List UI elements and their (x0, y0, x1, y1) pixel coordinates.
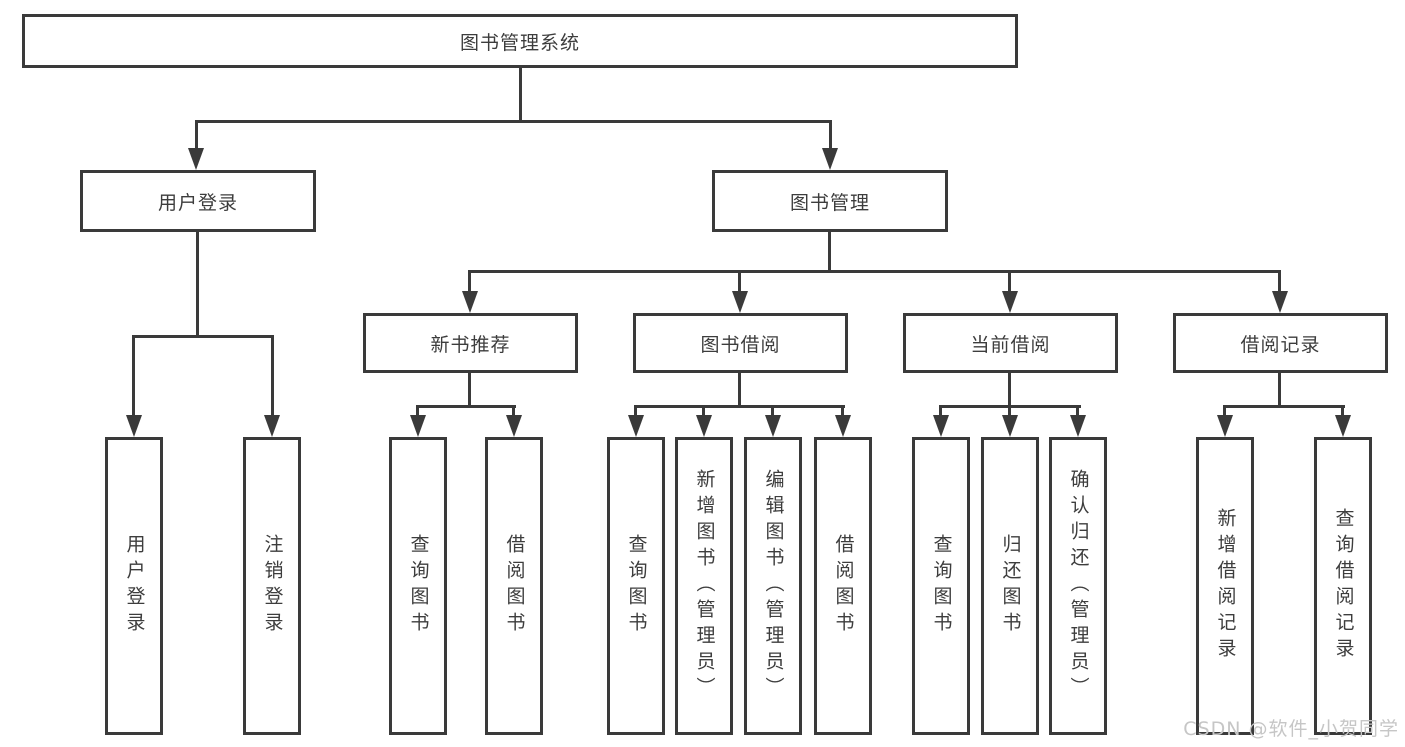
leaf-add-borrow-record: 新增借阅记录 (1196, 437, 1254, 735)
connector-line (195, 120, 198, 149)
leaf-query-books: 查询图书 (607, 437, 665, 735)
arrow-down-icon (188, 148, 204, 170)
leaf-query-books: 查询图书 (912, 437, 970, 735)
connector-line (1008, 270, 1011, 292)
leaf-query-books: 查询图书 (389, 437, 447, 735)
connector-line (829, 120, 832, 149)
leaf-add-book-admin: 新增图书（管理员） (675, 437, 733, 735)
node-current-borrowing: 当前借阅 (903, 313, 1118, 373)
connector-line (1223, 405, 1226, 416)
leaf-borrow-books: 借阅图书 (814, 437, 872, 735)
arrow-down-icon (1002, 415, 1018, 437)
leaf-confirm-return-admin: 确认归还（管理员） (1049, 437, 1107, 735)
connector-line (416, 405, 419, 416)
connector-line (828, 232, 831, 273)
connector-line (634, 405, 845, 408)
node-book-management: 图书管理 (712, 170, 948, 232)
connector-line (195, 120, 832, 123)
connector-line (1008, 405, 1011, 416)
leaf-logout: 注销登录 (243, 437, 301, 735)
arrow-down-icon (822, 148, 838, 170)
node-new-book-recommendation: 新书推荐 (363, 313, 578, 373)
connector-line (702, 405, 705, 416)
arrow-down-icon (1335, 415, 1351, 437)
csdn-watermark: CSDN @软件_小贺同学 (1183, 718, 1399, 740)
leaf-edit-book-admin: 编辑图书（管理员） (744, 437, 802, 735)
leaf-user-login: 用户登录 (105, 437, 163, 735)
arrow-down-icon (1217, 415, 1233, 437)
connector-line (1278, 270, 1281, 292)
connector-line (1278, 373, 1281, 407)
connector-line (738, 270, 741, 292)
arrow-down-icon (1002, 291, 1018, 313)
arrow-down-icon (696, 415, 712, 437)
arrow-down-icon (1272, 291, 1288, 313)
leaf-borrow-books: 借阅图书 (485, 437, 543, 735)
leaf-query-borrow-record: 查询借阅记录 (1314, 437, 1372, 735)
connector-line (512, 405, 515, 416)
connector-line (738, 373, 741, 407)
connector-line (468, 270, 1281, 273)
connector-line (1076, 405, 1079, 416)
connector-line (468, 270, 471, 292)
leaf-return-books: 归还图书 (981, 437, 1039, 735)
node-user-login: 用户登录 (80, 170, 316, 232)
connector-line (1008, 373, 1011, 407)
arrow-down-icon (126, 415, 142, 437)
arrow-down-icon (1070, 415, 1086, 437)
connector-line (841, 405, 844, 416)
arrow-down-icon (410, 415, 426, 437)
connector-line (771, 405, 774, 416)
arrow-down-icon (264, 415, 280, 437)
arrow-down-icon (835, 415, 851, 437)
connector-line (132, 335, 135, 416)
arrow-down-icon (628, 415, 644, 437)
connector-line (939, 405, 942, 416)
connector-line (1223, 405, 1345, 408)
arrow-down-icon (506, 415, 522, 437)
node-library-management-system: 图书管理系统 (22, 14, 1018, 68)
connector-line (1341, 405, 1344, 416)
arrow-down-icon (462, 291, 478, 313)
connector-line (132, 335, 274, 338)
connector-line (468, 373, 471, 407)
connector-line (416, 405, 516, 408)
connector-line (196, 232, 199, 336)
arrow-down-icon (732, 291, 748, 313)
connector-line (271, 335, 274, 416)
node-borrowing-records: 借阅记录 (1173, 313, 1388, 373)
connector-line (634, 405, 637, 416)
connector-line (519, 68, 522, 121)
node-book-borrowing: 图书借阅 (633, 313, 848, 373)
arrow-down-icon (933, 415, 949, 437)
arrow-down-icon (765, 415, 781, 437)
